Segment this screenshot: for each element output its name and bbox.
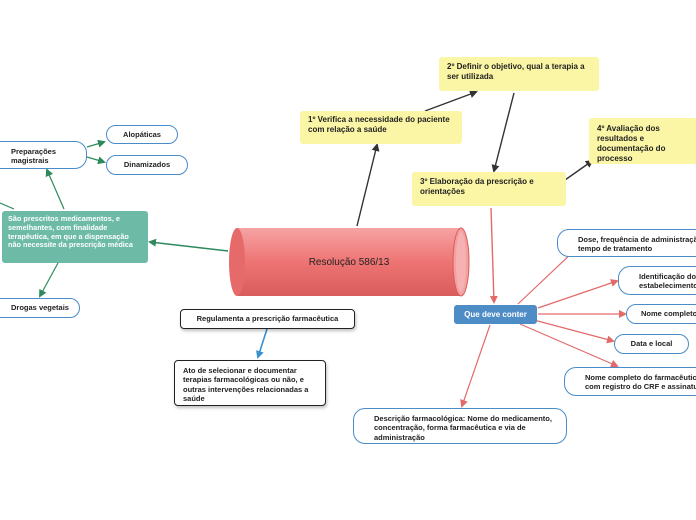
nome-farmaceutico-node[interactable]: Nome completo do farmacêutico com regist… (564, 367, 696, 396)
step1-label: 1º Verifica a necessidade do paciente co… (308, 115, 450, 134)
link-step3-to-step4 (564, 159, 594, 181)
link-step1-to-step2 (424, 90, 478, 112)
link-regulamenta-to-ato (256, 328, 268, 359)
central-cylinder-shape (229, 227, 470, 297)
dose-frequencia-label: Dose, frequência de administração e temp… (578, 235, 696, 254)
dinamizados-label: Dinamizados (123, 160, 171, 170)
dose-frequencia-node[interactable]: Dose, frequência de administração e temp… (557, 229, 696, 257)
drogas-vegetais-label: Drogas vegetais (11, 303, 69, 313)
link-central-to-prescritos (148, 238, 229, 252)
step4-label: 4º Avaliação dos resultados e documentaç… (597, 124, 666, 163)
que-deve-conter-label: Que deve conter (464, 309, 527, 319)
descricao-farmacologica-label: Descrição farmacológica: Nome do medicam… (374, 414, 552, 442)
data-local-node[interactable]: Data e local (614, 334, 689, 354)
dinamizados-node[interactable]: Dinamizados (106, 155, 188, 175)
link-conter-to-dose (517, 248, 577, 305)
regulamenta-prescricao-node[interactable]: Regulamenta a prescrição farmacêutica (180, 309, 355, 329)
nome-completo-label: Nome completo (641, 309, 696, 319)
link-prescritos-offscreen (0, 202, 15, 210)
ato-selecionar-node[interactable]: Ato de selecionar e documentar terapias … (174, 360, 326, 406)
link-conter-to-farmaceutico (519, 323, 619, 368)
regulamenta-label: Regulamenta a prescrição farmacêutica (196, 314, 339, 324)
alopaticas-label: Alopáticas (123, 129, 161, 139)
link-step3-to-que-deve-conter (489, 207, 498, 304)
alopaticas-node[interactable]: Alopáticas (106, 125, 178, 144)
identificacao-estabelecimento-node[interactable]: Identificação do estabelecimento (618, 266, 696, 295)
preparacoes-label: Preparações magistrais (11, 147, 57, 166)
drogas-vegetais-node[interactable]: Drogas vegetais (0, 298, 80, 318)
link-conter-to-descricao (460, 324, 491, 408)
sao-prescritos-label: São prescritos medicamentos, e semelhant… (8, 214, 133, 250)
link-conter-to-identificacao (537, 279, 619, 309)
preparacoes-magistrais-node[interactable]: Preparações magistrais (0, 141, 87, 169)
step1-verifica-necessidade[interactable]: 1º Verifica a necessidade do paciente co… (300, 111, 462, 144)
link-preparacoes-to-alopaticas (86, 139, 106, 148)
step4-avaliacao-resultados[interactable]: 4º Avaliação dos resultados e documentaç… (589, 118, 696, 164)
link-prescritos-to-preparacoes (45, 168, 65, 210)
que-deve-conter-node[interactable]: Que deve conter (454, 305, 537, 324)
step2-label: 2º Definir o objetivo, qual a terapia a … (447, 62, 585, 81)
link-prescritos-to-drogas (39, 262, 59, 298)
central-topic[interactable]: Resolução 586/13 (230, 228, 468, 296)
ato-selecionar-label: Ato de selecionar e documentar terapias … (183, 366, 309, 404)
link-step2-to-step3 (491, 92, 515, 173)
link-preparacoes-to-dinamizados (86, 156, 106, 165)
descricao-farmacologica-node[interactable]: Descrição farmacológica: Nome do medicam… (353, 408, 567, 444)
link-conter-to-data-local (533, 319, 615, 344)
nome-completo-node[interactable]: Nome completo (626, 304, 696, 324)
step2-definir-objetivo[interactable]: 2º Definir o objetivo, qual a terapia a … (439, 57, 599, 91)
identificacao-label: Identificação do estabelecimento (639, 272, 696, 291)
central-topic-label: Resolução 586/13 (308, 256, 390, 268)
nome-farmaceutico-label: Nome completo do farmacêutico com regist… (585, 373, 696, 392)
step3-elaboracao-prescricao[interactable]: 3º Elaboração da prescrição e orientaçõe… (412, 172, 566, 206)
data-local-label: Data e local (630, 339, 673, 349)
sao-prescritos-node[interactable]: São prescritos medicamentos, e semelhant… (2, 211, 148, 263)
link-central-to-step1 (356, 143, 380, 227)
step3-label: 3º Elaboração da prescrição e orientaçõe… (420, 177, 534, 196)
